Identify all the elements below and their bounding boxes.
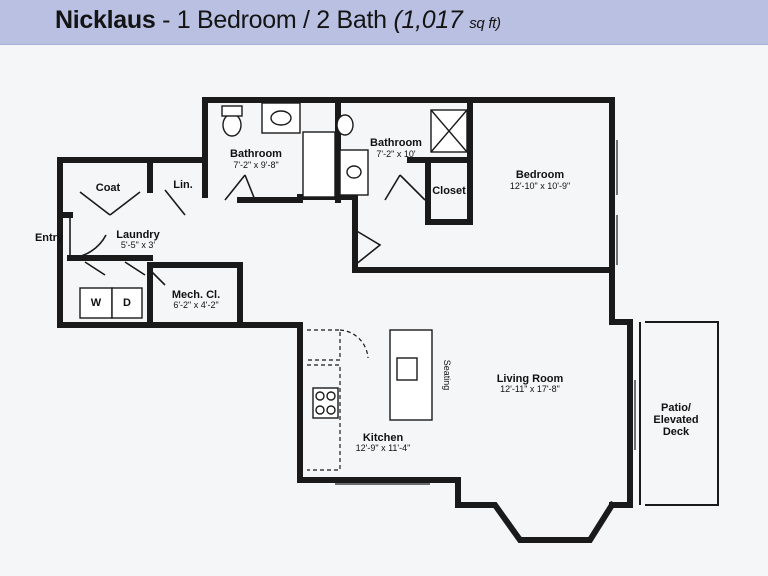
windows [335,140,636,485]
washer-label: W [91,297,102,309]
seating-label: Seating [442,360,452,391]
bath1-door [224,174,256,201]
laundry-dims: 5'-5" x 3' [121,240,155,250]
range-burner-4 [326,405,336,415]
patio-label-line3: Deck [663,426,690,438]
bath1-sink [270,110,292,126]
plan-sqft-unit: sq ft) [469,15,501,32]
plan-sqft: (1,017 [393,6,463,34]
mech-door [149,269,166,286]
bedroom-label: Bedroom [516,169,565,181]
floor-plan: Bathroom 7'-2" x 9'-8" Bathroom 7'-2" x … [35,97,719,543]
range-burner-2 [326,391,336,401]
bathroom2-dims: 7'-2" x 10' [376,149,415,159]
kitchen-dims: 12'-9" x 11'-4" [356,443,411,453]
mech-walls [147,262,243,328]
bathroom2-label: Bathroom [370,137,422,149]
patio-label-line2: Elevated [653,414,698,426]
dryer-label: D [123,297,131,309]
patio [639,321,719,506]
bath1-tub [302,131,336,198]
dashed-cabinets [307,329,369,471]
bath1-toilet-tank [221,105,243,117]
washer-box [79,287,113,319]
bath2-sink [346,165,362,179]
upper-cabinets [307,329,341,361]
patio-outline [645,321,719,506]
living-label: Living Room [497,373,564,385]
range [312,387,339,419]
shower-x [430,109,468,153]
entry-label: Entry [35,232,64,244]
laundry-label: Laundry [116,229,160,241]
bathroom1-label: Bathroom [230,148,282,160]
outer-wall-entry [57,157,461,508]
fixtures [79,102,468,421]
plan-name: Nicklaus [55,6,156,34]
closet-label: Closet [432,185,466,197]
bedroom-door [354,229,382,266]
mech-label: Mech. Cl. [172,289,220,301]
bath2-toilet [336,114,354,136]
laundry-door [84,261,146,276]
counter-line [307,364,341,471]
linen-door [164,189,186,216]
range-burner-1 [315,391,325,401]
kitchen-label: Kitchen [363,432,404,444]
title-separator: - [162,6,171,34]
walls [57,97,633,543]
bath2-door [384,174,426,201]
closet-walls [425,157,473,225]
dryer-box [111,287,143,319]
range-burner-3 [315,405,325,415]
plan-layout: 1 Bedroom / 2 Bath [176,6,387,34]
bathroom1-dims: 7'-2" x 9'-8" [233,160,278,170]
pantry-swing [339,329,369,359]
island-sink [396,357,418,381]
outer-wall-living-east [609,267,633,508]
plan-title: Nicklaus - 1 Bedroom / 2 Bath (1,017 sq … [55,6,501,35]
linen-label: Lin. [173,179,193,191]
bath1-toilet [222,113,242,137]
entry-door [69,215,107,259]
bay-window-wall [455,500,617,543]
coat-door [79,191,141,216]
header-bar: Nicklaus - 1 Bedroom / 2 Bath (1,017 sq … [0,0,768,45]
living-dims: 12'-11" x 17'-8" [500,384,560,394]
bedroom-dims: 12'-10" x 10'-9" [510,181,570,191]
mech-dims: 6'-2" x 4'-2" [173,300,218,310]
patio-label-line1: Patio/ [661,402,691,414]
doors [69,174,426,286]
coat-label: Coat [96,182,121,194]
